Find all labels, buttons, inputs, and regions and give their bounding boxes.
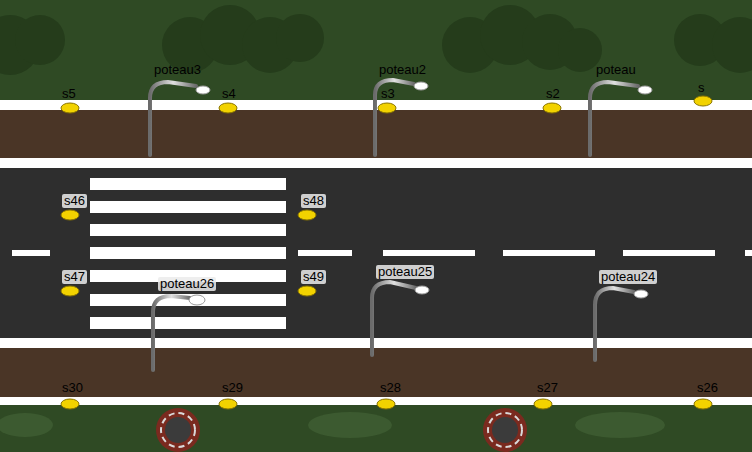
pole-label: poteau [596, 63, 636, 77]
sensor-label: s3 [381, 87, 395, 101]
sensor-label: s28 [380, 381, 401, 395]
pole-label: poteau26 [158, 277, 216, 291]
sensor-label: s30 [62, 381, 83, 395]
sensor-label: s26 [697, 381, 718, 395]
pole-label: poteau2 [379, 63, 426, 77]
sensor-label: s2 [546, 87, 560, 101]
street-lamp [150, 80, 638, 370]
sensor-label: s46 [62, 194, 87, 208]
sensor-label: s29 [222, 381, 243, 395]
pole-label: poteau3 [154, 63, 201, 77]
sensor-label: s [698, 81, 705, 95]
sensor-label: s27 [537, 381, 558, 395]
sensor-label: s47 [62, 270, 87, 284]
pole-label: poteau24 [599, 270, 657, 284]
sensor [61, 96, 712, 409]
sensor-label: s4 [222, 87, 236, 101]
pole-label: poteau25 [376, 265, 434, 279]
sensor-label: s48 [301, 194, 326, 208]
sensor-label: s5 [62, 87, 76, 101]
sensor-label: s49 [301, 270, 326, 284]
planter [156, 408, 527, 452]
